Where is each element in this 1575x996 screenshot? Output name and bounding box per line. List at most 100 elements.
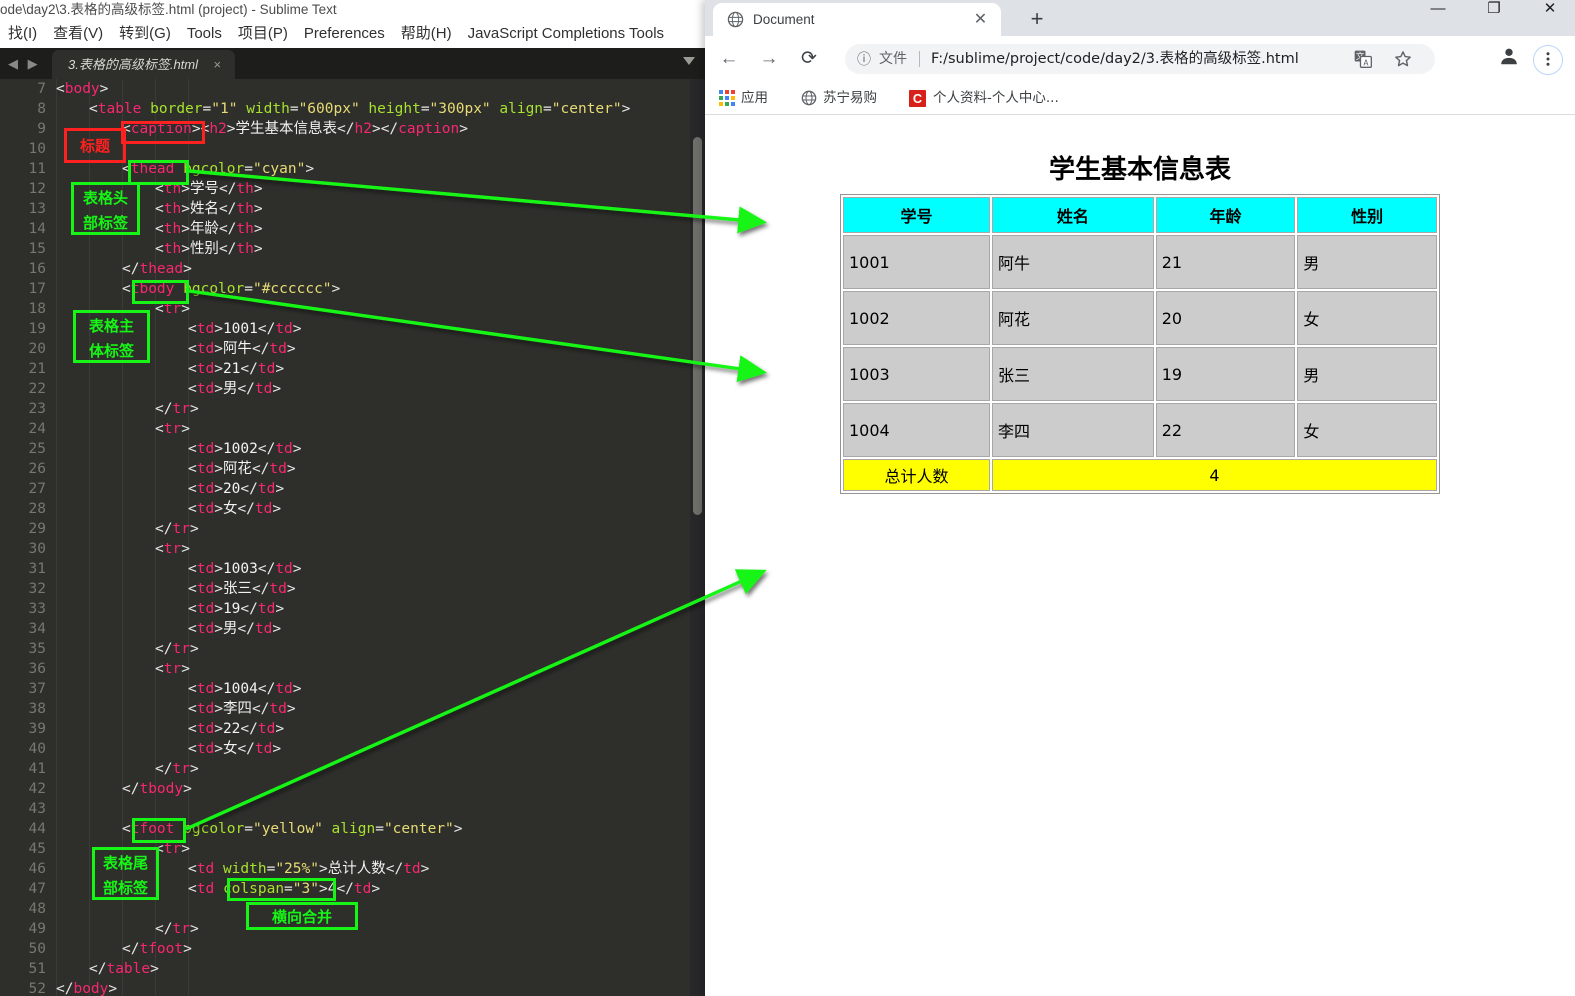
code-line[interactable]: 24<tr> — [0, 419, 705, 439]
code-line[interactable]: 16</thead> — [0, 259, 705, 279]
line-number: 30 — [28, 541, 46, 557]
code-line[interactable]: 28<td>女</td> — [0, 499, 705, 519]
code-line[interactable]: 7<body> — [0, 79, 705, 99]
maximize-button[interactable]: ❐ — [1487, 0, 1501, 17]
editor-tab-active[interactable]: 3.表格的高级标签.html × — [52, 50, 236, 79]
line-number: 7 — [37, 81, 46, 97]
chevron-down-icon[interactable] — [683, 57, 695, 65]
code-line[interactable]: 49</tr> — [0, 919, 705, 939]
close-icon[interactable]: × — [213, 57, 222, 72]
code-line[interactable]: 36<tr> — [0, 659, 705, 679]
table-row: 1002 阿花 20 女 — [843, 291, 1437, 345]
code-line[interactable]: 29</tr> — [0, 519, 705, 539]
code-line[interactable]: 27<td>20</td> — [0, 479, 705, 499]
bookmark-suning-label[interactable]: 苏宁易购 — [823, 90, 877, 106]
translate-icon[interactable]: 文 A — [1353, 49, 1373, 69]
code-line[interactable]: 15<th>性别</th> — [0, 239, 705, 259]
code-line[interactable]: 17<tbody bgcolor="#cccccc"> — [0, 279, 705, 299]
code-line[interactable]: 39<td>22</td> — [0, 719, 705, 739]
code-line[interactable]: 37<td>1004</td> — [0, 679, 705, 699]
cell-age: 21 — [1155, 235, 1296, 289]
table-head: 学号 姓名 年龄 性别 — [843, 197, 1437, 233]
menu-item-4[interactable]: 项目(P) — [237, 25, 288, 42]
code-line[interactable]: 33<td>19</td> — [0, 599, 705, 619]
menu-item-7[interactable]: JavaScript Completions Tools — [467, 25, 665, 42]
table-row: 1001 阿牛 21 男 — [843, 235, 1437, 289]
menu-item-5[interactable]: Preferences — [303, 25, 385, 42]
menu-item-6[interactable]: 帮助(H) — [400, 25, 452, 42]
apps-grid-icon[interactable] — [719, 90, 735, 106]
reload-button[interactable]: ⟳ — [801, 48, 817, 69]
minimize-button[interactable]: — — [1430, 0, 1446, 17]
browser-tab-document[interactable]: Document ✕ — [713, 3, 1001, 36]
profile-avatar-icon[interactable] — [1495, 45, 1523, 73]
code-line[interactable]: 14<th>年龄</th> — [0, 219, 705, 239]
annotation-caption-label: 标题 — [64, 128, 126, 163]
code-line[interactable]: 34<td>男</td> — [0, 619, 705, 639]
menu-item-1[interactable]: 查看(V) — [53, 25, 104, 42]
globe-icon[interactable] — [801, 90, 817, 106]
code-text: <td>1002</td> — [188, 441, 302, 457]
address-bar[interactable]: ⓘ 文件 F:/sublime/project/code/day2/3.表格的高… — [845, 44, 1435, 74]
code-text: </tr> — [155, 761, 199, 777]
page-info-icon[interactable]: ⓘ — [857, 51, 871, 67]
editor-scrollbar-thumb[interactable] — [693, 137, 702, 515]
code-line[interactable]: 43 — [0, 799, 705, 819]
code-line[interactable]: 41</tr> — [0, 759, 705, 779]
code-line[interactable]: 31<td>1003</td> — [0, 559, 705, 579]
code-text: <td>阿花</td> — [188, 461, 296, 477]
menu-item-2[interactable]: 转到(G) — [119, 25, 171, 42]
code-line[interactable]: 44<tfoot bgcolor="yellow" align="center"… — [0, 819, 705, 839]
code-line[interactable]: 46<td width="25%">总计人数</td> — [0, 859, 705, 879]
code-line[interactable]: 18<tr> — [0, 299, 705, 319]
cell-student-id: 1004 — [843, 403, 990, 457]
code-line[interactable]: 8<table border="1" width="600px" height=… — [0, 99, 705, 119]
code-line[interactable]: 47<td colspan="3">4</td> — [0, 879, 705, 899]
editor-scrollbar[interactable] — [690, 79, 705, 996]
code-line[interactable]: 32<td>张三</td> — [0, 579, 705, 599]
code-line[interactable]: 25<td>1002</td> — [0, 439, 705, 459]
code-line[interactable]: 23</tr> — [0, 399, 705, 419]
line-number: 29 — [28, 521, 46, 537]
close-button[interactable]: ✕ — [1543, 0, 1557, 17]
bookmark-profile-label[interactable]: 个人资料-个人中心... — [933, 90, 1059, 106]
line-number: 32 — [28, 581, 46, 597]
table-caption-heading: 学生基本信息表 — [1048, 155, 1231, 185]
forward-button[interactable]: → — [759, 48, 779, 69]
annotation-thead-label: 表格头 部标签 — [71, 182, 140, 235]
line-number: 22 — [28, 381, 46, 397]
student-info-table: 学生基本信息表 学号 姓名 年龄 性别 1001 阿牛 — [840, 149, 1440, 494]
menu-item-3[interactable]: Tools — [186, 25, 222, 42]
code-line[interactable]: 51</table> — [0, 959, 705, 979]
sublime-text-window: ode\day2\3.表格的高级标签.html (project) - Subl… — [0, 0, 705, 996]
code-line[interactable]: 42</tbody> — [0, 779, 705, 799]
menu-item-0[interactable]: 找(I) — [8, 25, 38, 42]
code-line[interactable]: 35</tr> — [0, 639, 705, 659]
code-line[interactable]: 52</body> — [0, 979, 705, 996]
code-editor[interactable]: 7<body>8<table border="1" width="600px" … — [0, 79, 705, 996]
code-line[interactable]: 38<td>李四</td> — [0, 699, 705, 719]
code-line[interactable]: 50</tfoot> — [0, 939, 705, 959]
letter-c-icon[interactable]: C — [909, 90, 926, 107]
annotation-colspan-label: 横向合并 — [246, 902, 358, 930]
bookmark-star-icon[interactable] — [1393, 49, 1413, 69]
code-line[interactable]: 10 — [0, 139, 705, 159]
code-line[interactable]: 26<td>阿花</td> — [0, 459, 705, 479]
code-line[interactable]: 9<caption><h2>学生基本信息表</h2></caption> — [0, 119, 705, 139]
code-line[interactable]: 22<td>男</td> — [0, 379, 705, 399]
new-tab-button[interactable]: + — [1030, 6, 1044, 31]
code-line[interactable]: 30<tr> — [0, 539, 705, 559]
back-button[interactable]: ← — [719, 48, 739, 69]
bookmark-apps-label[interactable]: 应用 — [741, 90, 768, 106]
line-number: 52 — [28, 981, 46, 996]
table-footer-row: 总计人数 4 — [843, 459, 1437, 491]
code-line[interactable]: 48 — [0, 899, 705, 919]
annotation-tbody-label: 表格主 体标签 — [73, 310, 150, 363]
chrome-menu-button[interactable] — [1533, 45, 1563, 75]
code-line[interactable]: 45<tr> — [0, 839, 705, 859]
tab-nav-arrows[interactable]: ◀ ▶ — [8, 56, 41, 71]
tab-close-icon[interactable]: ✕ — [973, 11, 988, 28]
code-line[interactable]: 40<td>女</td> — [0, 739, 705, 759]
cell-gender: 男 — [1297, 347, 1437, 401]
